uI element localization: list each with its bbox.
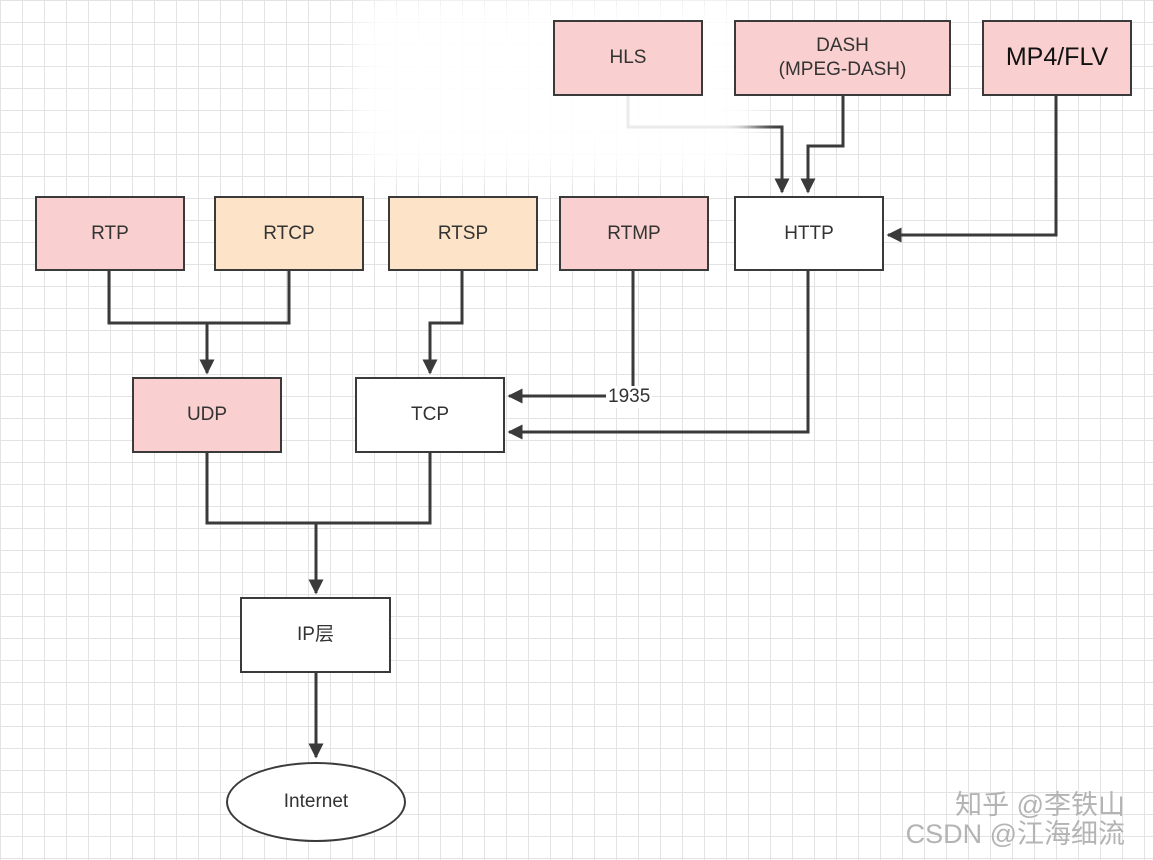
- node-hls: HLS: [553, 20, 703, 96]
- node-dash-label-line2: (MPEG-DASH): [778, 59, 907, 80]
- edge-rtsp-tcp: [422, 270, 464, 375]
- node-rtp-label: RTP: [91, 222, 129, 244]
- edge-dash-http: [800, 96, 845, 194]
- node-rtp: RTP: [35, 196, 185, 271]
- node-rtsp-label: RTSP: [437, 222, 489, 244]
- node-dash-label-line1: DASH: [816, 35, 869, 57]
- node-http: HTTP: [734, 196, 884, 271]
- edge-label-1935: 1935: [606, 386, 653, 408]
- node-udp-label: UDP: [186, 404, 228, 426]
- node-rtsp: RTSP: [388, 196, 538, 271]
- node-ip: IP层: [240, 597, 391, 673]
- watermark-line2: CSDN @江海细流: [905, 818, 1125, 849]
- watermark: 知乎 @李铁山 CSDN @江海细流: [906, 791, 1125, 848]
- edge-udp-tcp-join: [205, 452, 432, 525]
- node-udp: UDP: [132, 377, 282, 453]
- node-rtcp-label: RTCP: [263, 222, 315, 244]
- node-dash: DASH (MPEG-DASH): [734, 20, 951, 96]
- node-rtcp: RTCP: [214, 196, 364, 271]
- node-rtmp-label: RTMP: [607, 222, 661, 244]
- node-http-label: HTTP: [784, 222, 834, 244]
- node-internet-label: Internet: [283, 791, 349, 813]
- edge-rtp-join: [107, 270, 291, 325]
- node-tcp: TCP: [355, 377, 505, 453]
- node-tcp-label: TCP: [411, 404, 449, 426]
- node-mp4flv-label: MP4/FLV: [1005, 43, 1109, 72]
- node-ip-label: IP层: [297, 624, 334, 646]
- node-mp4flv: MP4/FLV: [982, 20, 1132, 96]
- edge-rtmp-tcp: [507, 270, 635, 404]
- node-rtmp: RTMP: [559, 196, 709, 271]
- edge-mp4flv-http: [886, 96, 1058, 243]
- watermark-line1: 知乎 @李铁山: [955, 790, 1125, 821]
- node-internet: Internet: [226, 762, 406, 842]
- node-hls-label: HLS: [609, 47, 647, 69]
- edge-http-tcp: [507, 270, 810, 440]
